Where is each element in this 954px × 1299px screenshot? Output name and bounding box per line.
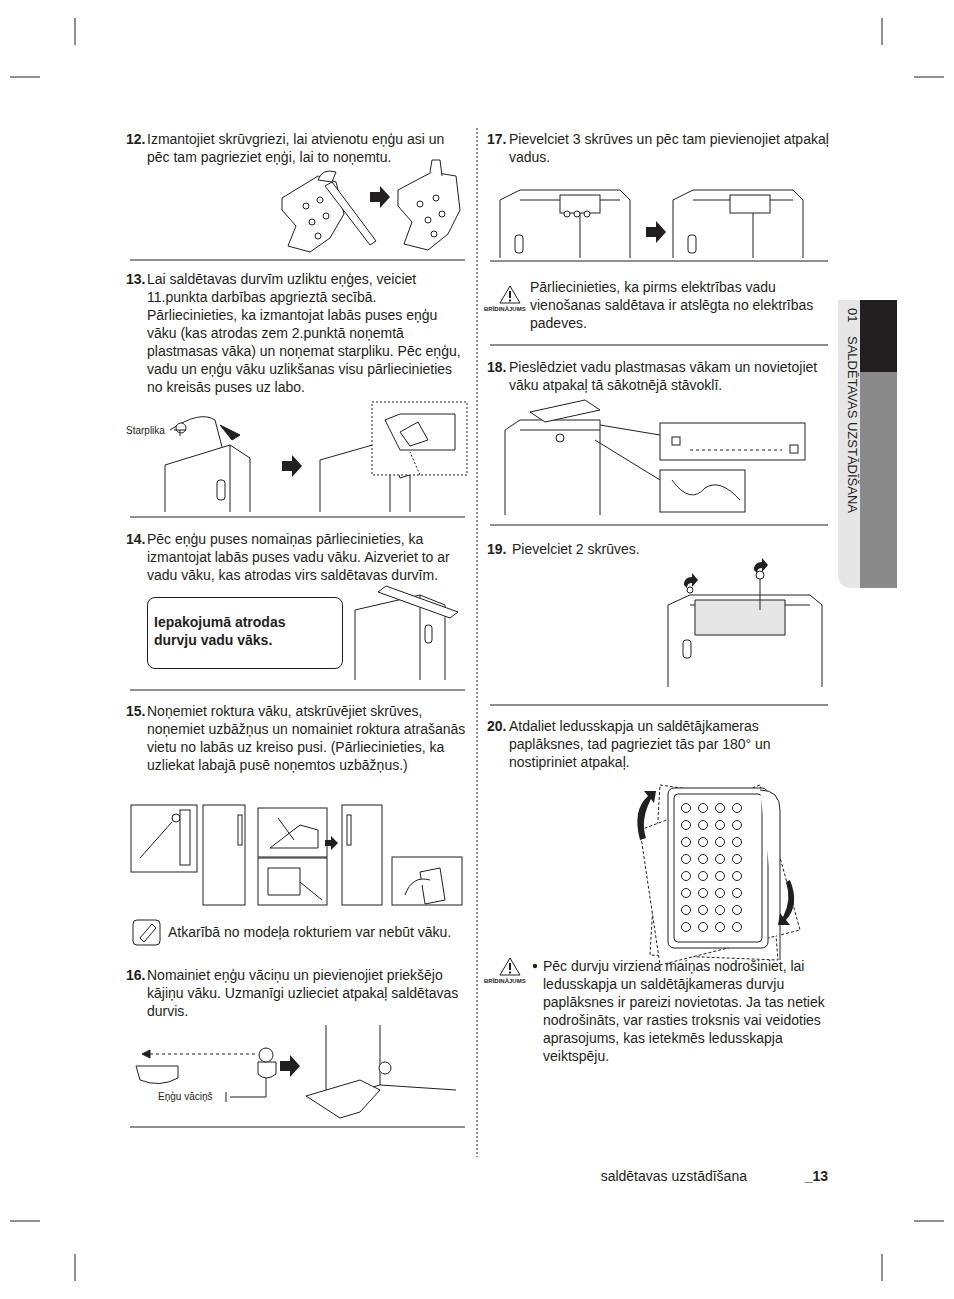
shelf-hole xyxy=(699,889,708,898)
shelf-hole xyxy=(716,889,725,898)
step-text: Atdaliet ledusskapja un saldētājkameras … xyxy=(509,717,829,771)
shelf-hole xyxy=(716,838,725,847)
step-number: 20. xyxy=(487,717,506,735)
step-text: Izmantojiet skrūvgriezi, lai atvienotu e… xyxy=(147,130,467,166)
warning-text: Pārliecinieties, ka pirms elektrības vad… xyxy=(530,278,830,332)
shelf-hole xyxy=(699,906,708,915)
step-number: 19. xyxy=(487,540,506,558)
shelf-hole xyxy=(733,838,742,847)
step-text: Noņemiet roktura vāku, atskrūvējiet skrū… xyxy=(147,702,467,774)
shelf-hole xyxy=(716,821,725,830)
step-text: Pēc eņģu puses nomaiņas pārliecinieties,… xyxy=(147,530,467,584)
shelf-hole xyxy=(699,838,708,847)
shelf-hole xyxy=(733,906,742,915)
step-text: Pieslēdziet vadu plastmasas vākam un nov… xyxy=(509,358,829,394)
shelf-hole xyxy=(682,855,691,864)
chapter-title: SALDĒTAVAS UZSTĀDĪŠANA xyxy=(845,336,860,513)
step-number: 18. xyxy=(487,358,506,376)
shelf-hole xyxy=(733,872,742,881)
warning-text: Pēc durvju virziena maiņas nodrošiniet, … xyxy=(543,957,833,1065)
shelf-hole xyxy=(682,838,691,847)
note-text: Iepakojumā atrodas durvju vadu vāks. xyxy=(154,613,332,649)
shelf-hole xyxy=(699,804,708,813)
shelf-hole xyxy=(699,923,708,932)
shelf-hole xyxy=(716,855,725,864)
shelf-hole xyxy=(699,821,708,830)
chapter-number: 01 xyxy=(845,308,860,322)
shelf-hole xyxy=(733,855,742,864)
shelf-hole xyxy=(682,872,691,881)
page-footer: saldētavas uzstādīšana xyxy=(601,1167,801,1185)
warning-label: BRĪDINĀJUMS xyxy=(484,305,526,313)
part-label: Eņģu vāciņš xyxy=(158,1090,212,1103)
shelf-hole xyxy=(716,923,725,932)
step-text: Nomainiet eņģu vāciņu un pievienojiet pr… xyxy=(147,966,467,1020)
shelf-hole xyxy=(733,804,742,813)
step-number: 13. xyxy=(126,270,145,288)
step-text: Lai saldētavas durvīm uzliktu eņģes, vei… xyxy=(147,270,467,396)
part-label: Starplika xyxy=(126,424,165,437)
step-number: 17. xyxy=(487,130,506,148)
shelf-hole xyxy=(716,906,725,915)
shelf-hole xyxy=(682,804,691,813)
shelf-hole xyxy=(699,872,708,881)
shelf-hole xyxy=(716,804,725,813)
page-number: _13 xyxy=(805,1167,828,1185)
shelf-hole xyxy=(682,923,691,932)
step-text: Pievelciet 2 skrūves. xyxy=(512,540,812,558)
step-number: 12. xyxy=(126,130,145,148)
shelf-hole xyxy=(699,855,708,864)
side-tab: 01SALDĒTAVAS UZSTĀDĪŠANA xyxy=(838,300,897,588)
shelf-hole xyxy=(733,889,742,898)
note-text: Atkarībā no modeļa rokturiem var nebūt v… xyxy=(168,923,468,941)
step-number: 15. xyxy=(126,702,145,720)
step-number: 16. xyxy=(126,966,145,984)
step-text: Pievelciet 3 skrūves un pēc tam pievieno… xyxy=(509,130,829,166)
shelf-hole xyxy=(682,906,691,915)
shelf-hole xyxy=(733,821,742,830)
shelf-hole xyxy=(682,821,691,830)
shelf-hole xyxy=(716,872,725,881)
shelf-hole xyxy=(733,923,742,932)
step-number: 14. xyxy=(126,530,145,548)
note-box: Iepakojumā atrodas durvju vadu vāks. xyxy=(147,597,343,669)
shelf-hole xyxy=(682,889,691,898)
warning-label: BRĪDINĀJUMS xyxy=(484,977,526,985)
